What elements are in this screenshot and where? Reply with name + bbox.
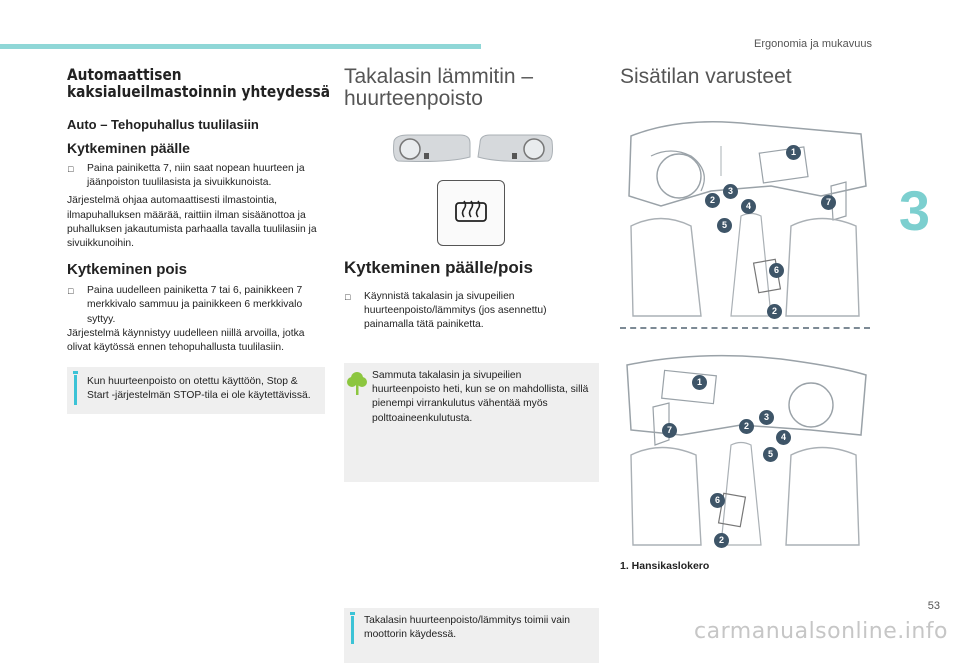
rear-demist-section: Kytkeminen päälle/pois □ Käynnistä takal… bbox=[344, 258, 599, 333]
info-note-rear-text: Takalasin huurteenpoisto/lämmitys toimii… bbox=[364, 615, 571, 641]
watermark: carmanualsonline.info bbox=[694, 619, 948, 644]
info-note-text: Kun huurteenpoisto on otettu käyttöön, S… bbox=[87, 376, 311, 402]
heading-line-2: huurteenpoisto bbox=[344, 87, 483, 110]
bullet-icon: □ bbox=[68, 164, 74, 174]
eco-note-text: Sammuta takalasin ja sivupeilien huurtee… bbox=[372, 370, 589, 424]
callout-2: 2 bbox=[705, 193, 720, 208]
subheading-on: Kytkeminen päälle bbox=[67, 140, 190, 156]
eco-note: Sammuta takalasin ja sivupeilien huurtee… bbox=[344, 363, 599, 482]
interior-heading: Sisätilan varusteet bbox=[620, 65, 792, 88]
callout-7-rhd: 7 bbox=[662, 423, 677, 438]
chapter-number: 3 bbox=[898, 179, 930, 242]
cabin-illustration-lhd bbox=[628, 121, 867, 317]
callout-5-rhd: 5 bbox=[763, 447, 778, 462]
eco-leaf-icon bbox=[347, 372, 367, 395]
callout-1-rhd: 1 bbox=[692, 375, 707, 390]
callout-5: 5 bbox=[717, 218, 732, 233]
callout-6-rhd: 6 bbox=[710, 493, 725, 508]
column-interior: Sisätilan varusteet bbox=[620, 66, 890, 88]
cabin-illustration-rhd bbox=[626, 354, 867, 546]
callout-4: 4 bbox=[741, 199, 756, 214]
callout-4-rhd: 4 bbox=[776, 430, 791, 445]
bullet-rear: □ Käynnistä takalasin ja sivupeilien huu… bbox=[344, 290, 599, 333]
mirror-control-illustration bbox=[393, 134, 553, 162]
heading-line-2: kaksialueilmastoinnin yhteydessä bbox=[67, 82, 331, 101]
info-icon bbox=[73, 371, 78, 375]
bullet-icon: □ bbox=[345, 292, 351, 302]
section-header: Ergonomia ja mukavuus bbox=[753, 38, 872, 50]
callout-7: 7 bbox=[821, 195, 836, 210]
divider bbox=[620, 327, 870, 329]
callout-2b: 2 bbox=[767, 304, 782, 319]
callout-2-rhd: 2 bbox=[739, 419, 754, 434]
bullet-on-text: Paina painiketta 7, niin saat nopean huu… bbox=[87, 163, 305, 189]
page-number: 53 bbox=[927, 600, 940, 612]
subheading-off: Kytkeminen pois bbox=[67, 261, 188, 279]
info-note-rear: Takalasin huurteenpoisto/lämmitys toimii… bbox=[344, 608, 599, 663]
bullet-on: □ Paina painiketta 7, niin saat nopean h… bbox=[67, 162, 325, 190]
bullet-off: □ Paina uudelleen painiketta 7 tai 6, pa… bbox=[67, 284, 325, 327]
heading-line-1: Automaattisen bbox=[67, 65, 182, 84]
callout-3-rhd: 3 bbox=[759, 410, 774, 425]
rear-demist-button-illustration bbox=[437, 180, 505, 246]
heading-line-1: Takalasin lämmitin – bbox=[344, 65, 534, 88]
subheading-on-off: Kytkeminen päälle/pois bbox=[344, 258, 533, 277]
subheading-auto-windscreen: Auto – Tehopuhallus tuulilasiin bbox=[67, 117, 259, 132]
figure-caption: 1. Hansikaslokero bbox=[620, 560, 710, 572]
rear-demist-icon bbox=[455, 200, 487, 222]
column-climate-auto: Automaattisen kaksialueilmastoinnin yhte… bbox=[67, 65, 331, 414]
info-icon bbox=[350, 612, 355, 615]
callout-6: 6 bbox=[769, 263, 784, 278]
info-note: Kun huurteenpoisto on otettu käyttöön, S… bbox=[67, 367, 325, 414]
column-rear-demist: Takalasin lämmitin – huurteenpoisto bbox=[344, 66, 599, 110]
callout-2b-rhd: 2 bbox=[714, 533, 729, 548]
bullet-icon: □ bbox=[68, 286, 74, 297]
callout-3: 3 bbox=[723, 184, 738, 199]
paragraph-on: Järjestelmä ohjaa automaattisesti ilmast… bbox=[67, 195, 317, 250]
accent-bar bbox=[0, 44, 481, 49]
bullet-rear-text: Käynnistä takalasin ja sivupeilien huurt… bbox=[364, 291, 547, 331]
paragraph-off: Järjestelmä käynnistyy uudelleen niillä … bbox=[67, 327, 305, 354]
callout-1: 1 bbox=[786, 145, 801, 160]
bullet-off-text: Paina uudelleen painiketta 7 tai 6, pain… bbox=[87, 285, 303, 325]
